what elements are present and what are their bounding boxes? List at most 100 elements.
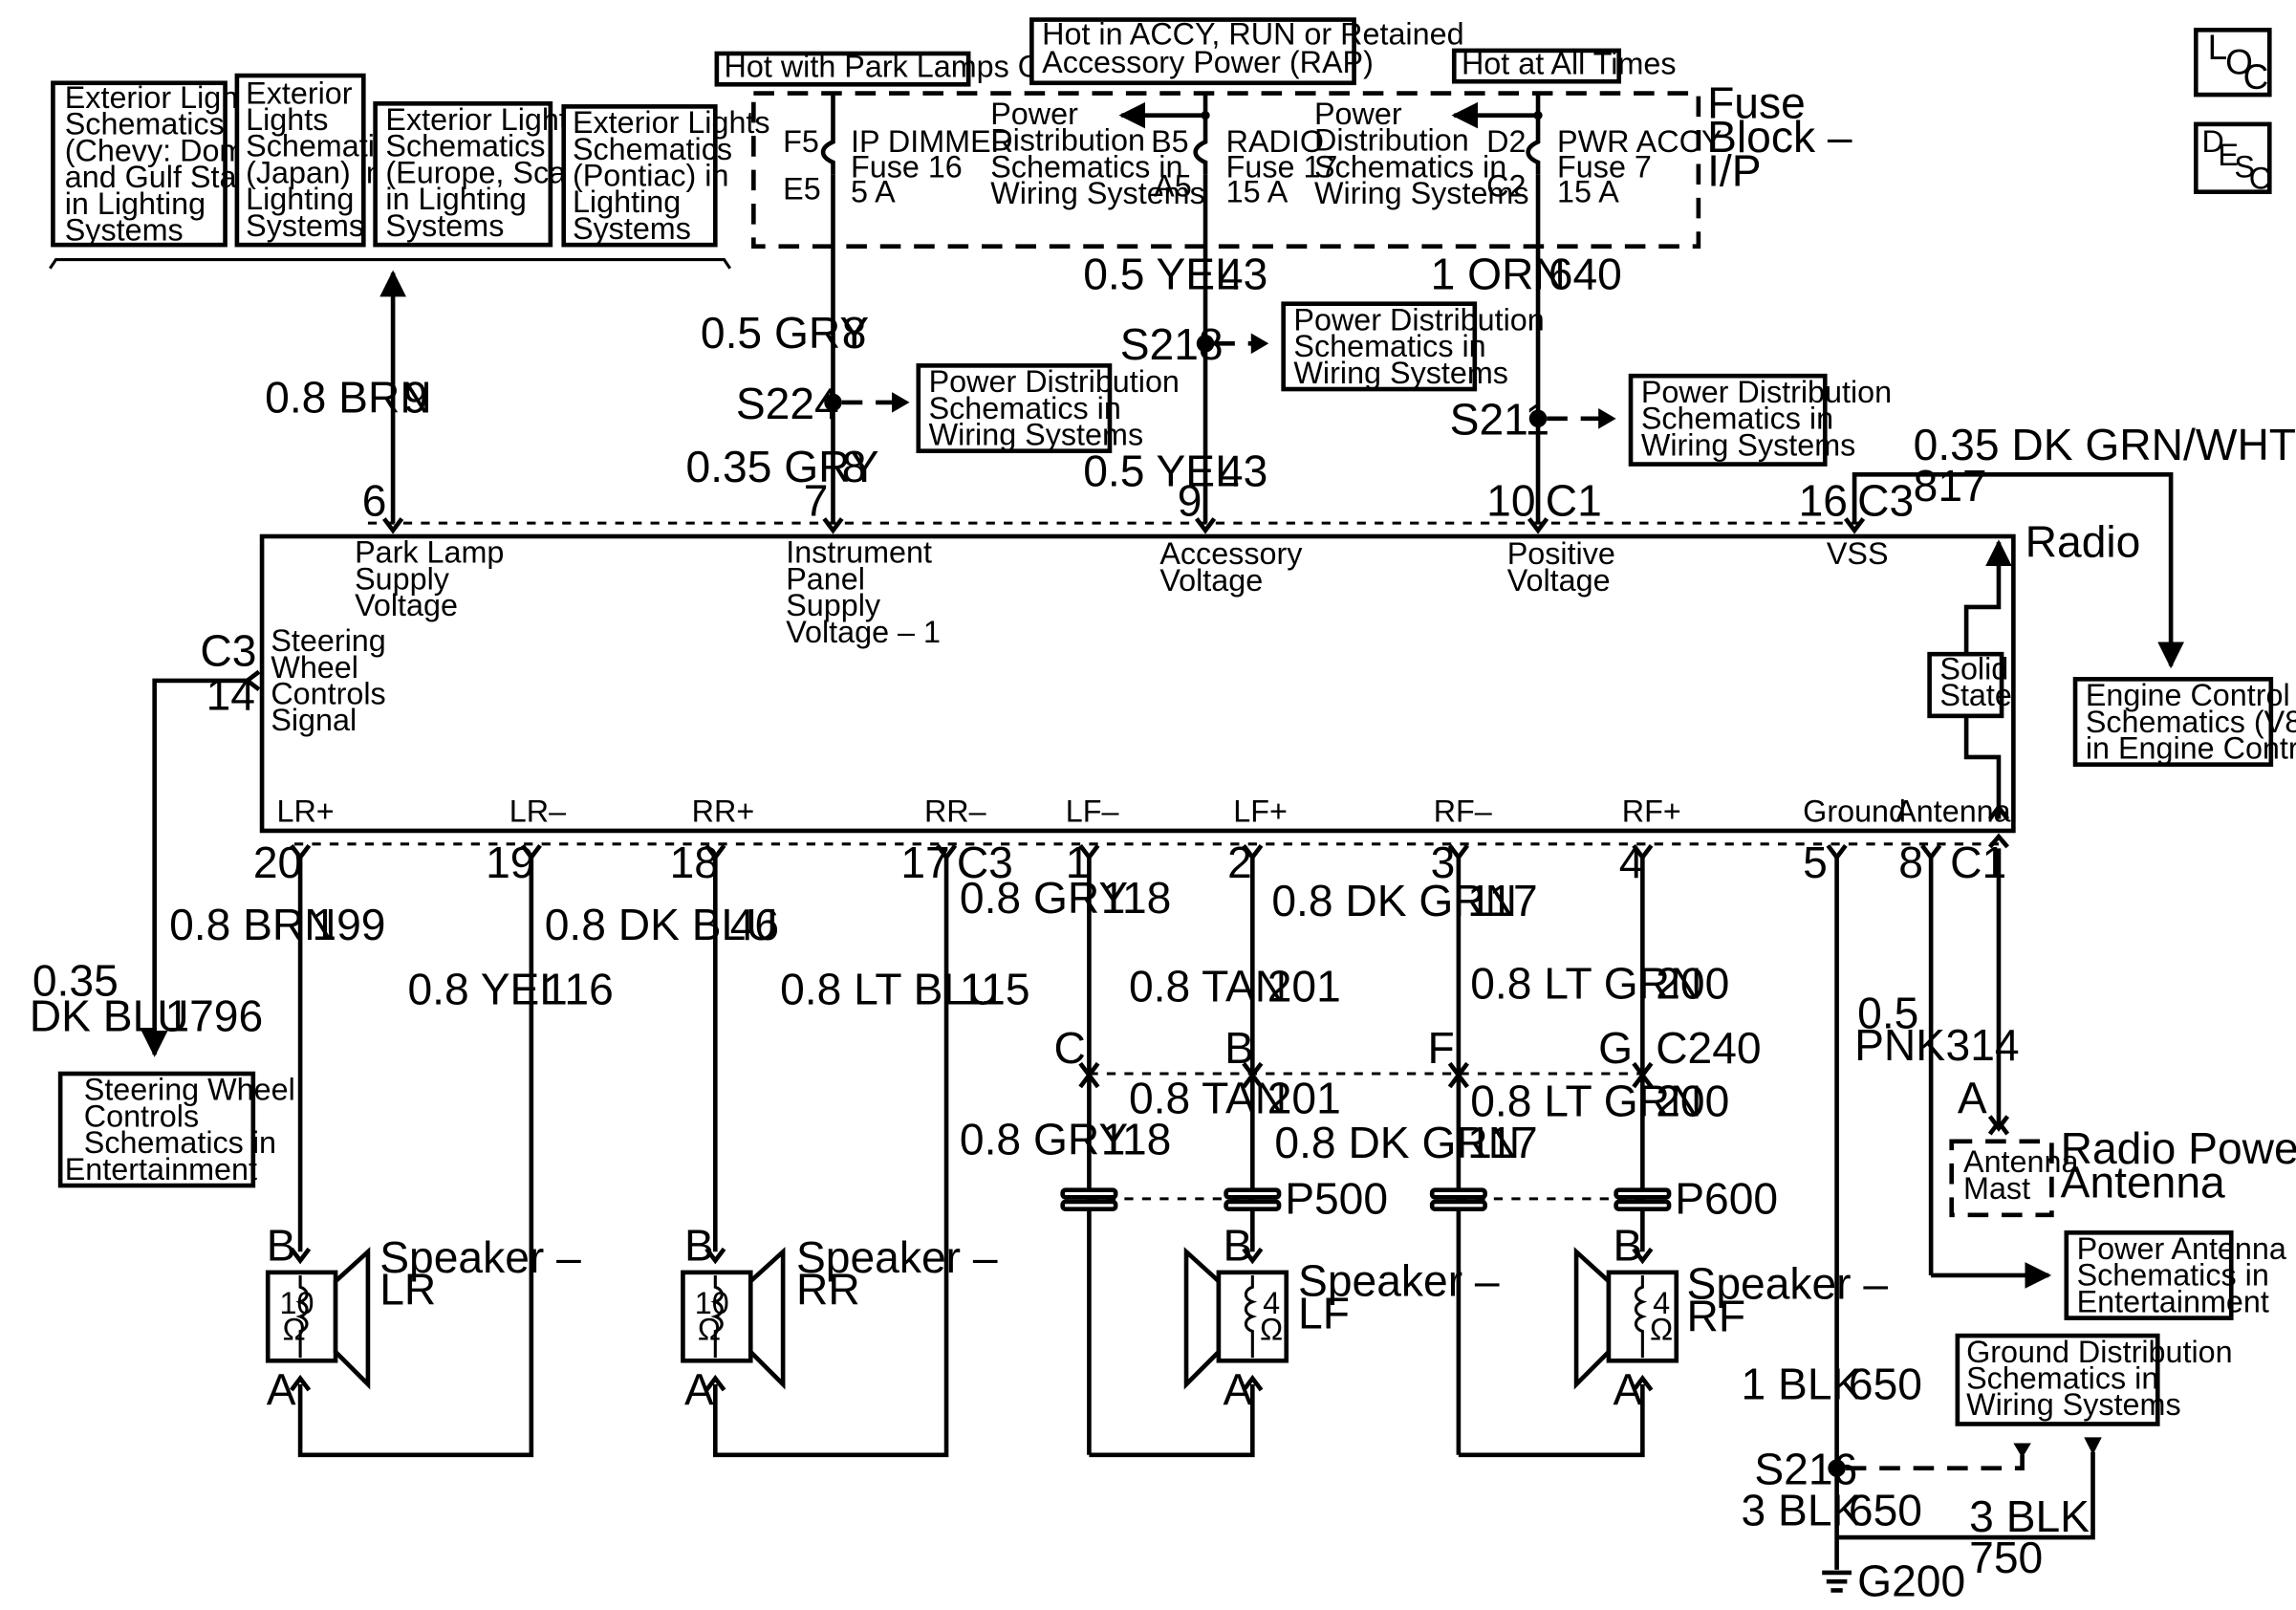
speaker-lr: 10 Ω B A Speaker – LR [265,1221,581,1414]
svg-text:Schematics (V8): Schematics (V8) [2086,705,2296,739]
steering-wheel-box: Steering Wheel Controls Schematics in En… [57,1071,295,1188]
svg-text:Mast: Mast [1963,1171,2030,1206]
svg-text:750: 750 [1969,1533,2043,1582]
svg-text:Wiring Systems: Wiring Systems [929,418,1144,452]
svg-text:DK BLU: DK BLU [30,990,189,1040]
svg-text:C2: C2 [1486,168,1526,203]
svg-text:RR+: RR+ [692,794,755,829]
svg-text:Wiring Systems: Wiring Systems [1293,356,1508,390]
svg-text:19: 19 [486,838,534,887]
svg-text:Voltage – 1: Voltage – 1 [786,615,941,649]
svg-text:S224: S224 [736,379,839,428]
svg-text:0.8 DK BLU: 0.8 DK BLU [545,900,778,949]
speaker-lf: 4 Ω B A Speaker – LF [1183,1221,1500,1414]
svg-text:640: 640 [1549,249,1622,298]
svg-text:0.8 GRY: 0.8 GRY [960,1115,1128,1164]
svg-text:Schematics: Schematics [573,132,732,166]
svg-text:Exterior Lights: Exterior Lights [65,80,263,115]
svg-text:17: 17 [900,838,949,887]
ext-lights-bracket [49,257,731,270]
svg-text:Lighting: Lighting [573,185,681,219]
svg-text:Radio: Radio [2025,517,2141,567]
svg-text:A5: A5 [1154,168,1192,203]
svg-text:in Lighting: in Lighting [385,182,526,216]
svg-text:7: 7 [804,475,829,525]
svg-text:O: O [2225,43,2253,82]
svg-text:Schematics in: Schematics in [1293,329,1485,363]
svg-text:0.5 YEL: 0.5 YEL [1083,446,1240,496]
ground-g200-icon: G200 [1822,1556,1965,1606]
svg-text:Schematics in: Schematics in [990,149,1182,184]
svg-text:15 A: 15 A [1226,174,1289,208]
splice-s211: S211 [1450,395,1616,445]
svg-text:0.8 GRY: 0.8 GRY [960,873,1128,923]
svg-text:Schematics: Schematics [385,129,545,163]
svg-text:650: 650 [1849,1486,1922,1535]
svg-text:B: B [1614,1221,1643,1271]
desc-icon[interactable]: D E S C [2193,121,2272,196]
fuse-pwr-accy-icon [1526,130,1541,175]
svg-text:Entertainment: Entertainment [2077,1284,2269,1318]
svg-text:200: 200 [1656,1077,1729,1126]
svg-text:LF–: LF– [1066,794,1119,829]
svg-text:3 BLK: 3 BLK [1969,1491,2090,1541]
svg-text:IP DIMMER: IP DIMMER [851,124,1013,159]
svg-text:8: 8 [842,442,867,491]
svg-text:15 A: 15 A [1557,174,1619,208]
fuse-radio-icon [1193,130,1208,175]
svg-text:Lights: Lights [246,102,328,137]
pd-note-left: Power Distribution Schematics in Wiring … [990,97,1205,210]
svg-text:Schematics: Schematics [65,107,225,141]
svg-text:LR–: LR– [509,794,566,829]
svg-text:199: 199 [312,900,385,949]
svg-text:Schematics in: Schematics in [1641,402,1833,436]
svg-text:1796: 1796 [164,990,263,1040]
svg-text:Accessory Power (RAP): Accessory Power (RAP) [1042,45,1374,79]
svg-text:Engine Control: Engine Control [2086,678,2290,712]
svg-text:B: B [684,1221,714,1271]
loc-icon[interactable]: L O C [2193,28,2272,98]
svg-text:1 BLK: 1 BLK [1742,1359,1862,1408]
svg-text:Power: Power [990,97,1078,131]
svg-text:Fuse 7: Fuse 7 [1557,149,1652,184]
svg-text:Ground Distribution: Ground Distribution [1966,1335,2233,1369]
svg-text:6: 6 [362,475,387,525]
svg-text:Wiring Systems: Wiring Systems [1641,427,1856,462]
svg-text:43: 43 [1219,446,1267,496]
svg-text:E: E [2218,138,2239,172]
svg-text:Instrument: Instrument [786,535,932,570]
ext-lights-chevy-box: Exterior Lights Schematics (Chevy: Dom a… [51,80,288,248]
pd-note-right: Power Distribution Schematics in Wiring … [1314,97,1529,210]
svg-text:Power Antenna: Power Antenna [2077,1231,2286,1266]
svg-text:Schematics in: Schematics in [1314,149,1506,184]
svg-text:Speaker –: Speaker – [1687,1259,1889,1309]
svg-text:0.8 LT GRN: 0.8 LT GRN [1470,958,1701,1008]
svg-text:1: 1 [1066,838,1091,887]
svg-text:46: 46 [730,900,779,949]
connector-p500: P500 [1060,1173,1388,1223]
ground-distribution-box: Ground Distribution Schematics in Wiring… [1955,1333,2233,1426]
power-antenna-box: Power Antenna Schematics in Entertainmen… [2064,1229,2286,1320]
svg-text:Supply: Supply [355,561,450,596]
svg-text:Power: Power [1314,97,1402,131]
svg-text:S218: S218 [1120,319,1224,369]
svg-text:4: 4 [1653,1286,1670,1320]
header-hot-all-times: Hot at All Times [1451,47,1677,84]
svg-text:Antenna: Antenna [2061,1157,2225,1207]
svg-text:Distribution: Distribution [1314,123,1469,158]
svg-text:C3: C3 [957,838,1013,887]
svg-text:Signal: Signal [271,703,357,737]
svg-text:Power Distribution: Power Distribution [929,364,1180,399]
speaker-rr: 10 Ω B A Speaker – RR [681,1221,998,1414]
svg-text:State: State [1939,678,2011,712]
svg-text:0.35: 0.35 [32,955,119,1005]
svg-text:115: 115 [960,965,1030,1014]
svg-text:RR: RR [796,1265,860,1315]
svg-text:C240: C240 [1656,1023,1761,1073]
svg-text:43: 43 [1219,249,1267,298]
svg-text:Voltage: Voltage [355,588,458,622]
svg-text:RF+: RF+ [1622,794,1681,829]
svg-text:0.8 BRN: 0.8 BRN [265,373,432,423]
fuse-ip-dimmer-icon [820,130,835,175]
svg-text:C1: C1 [1546,475,1602,525]
